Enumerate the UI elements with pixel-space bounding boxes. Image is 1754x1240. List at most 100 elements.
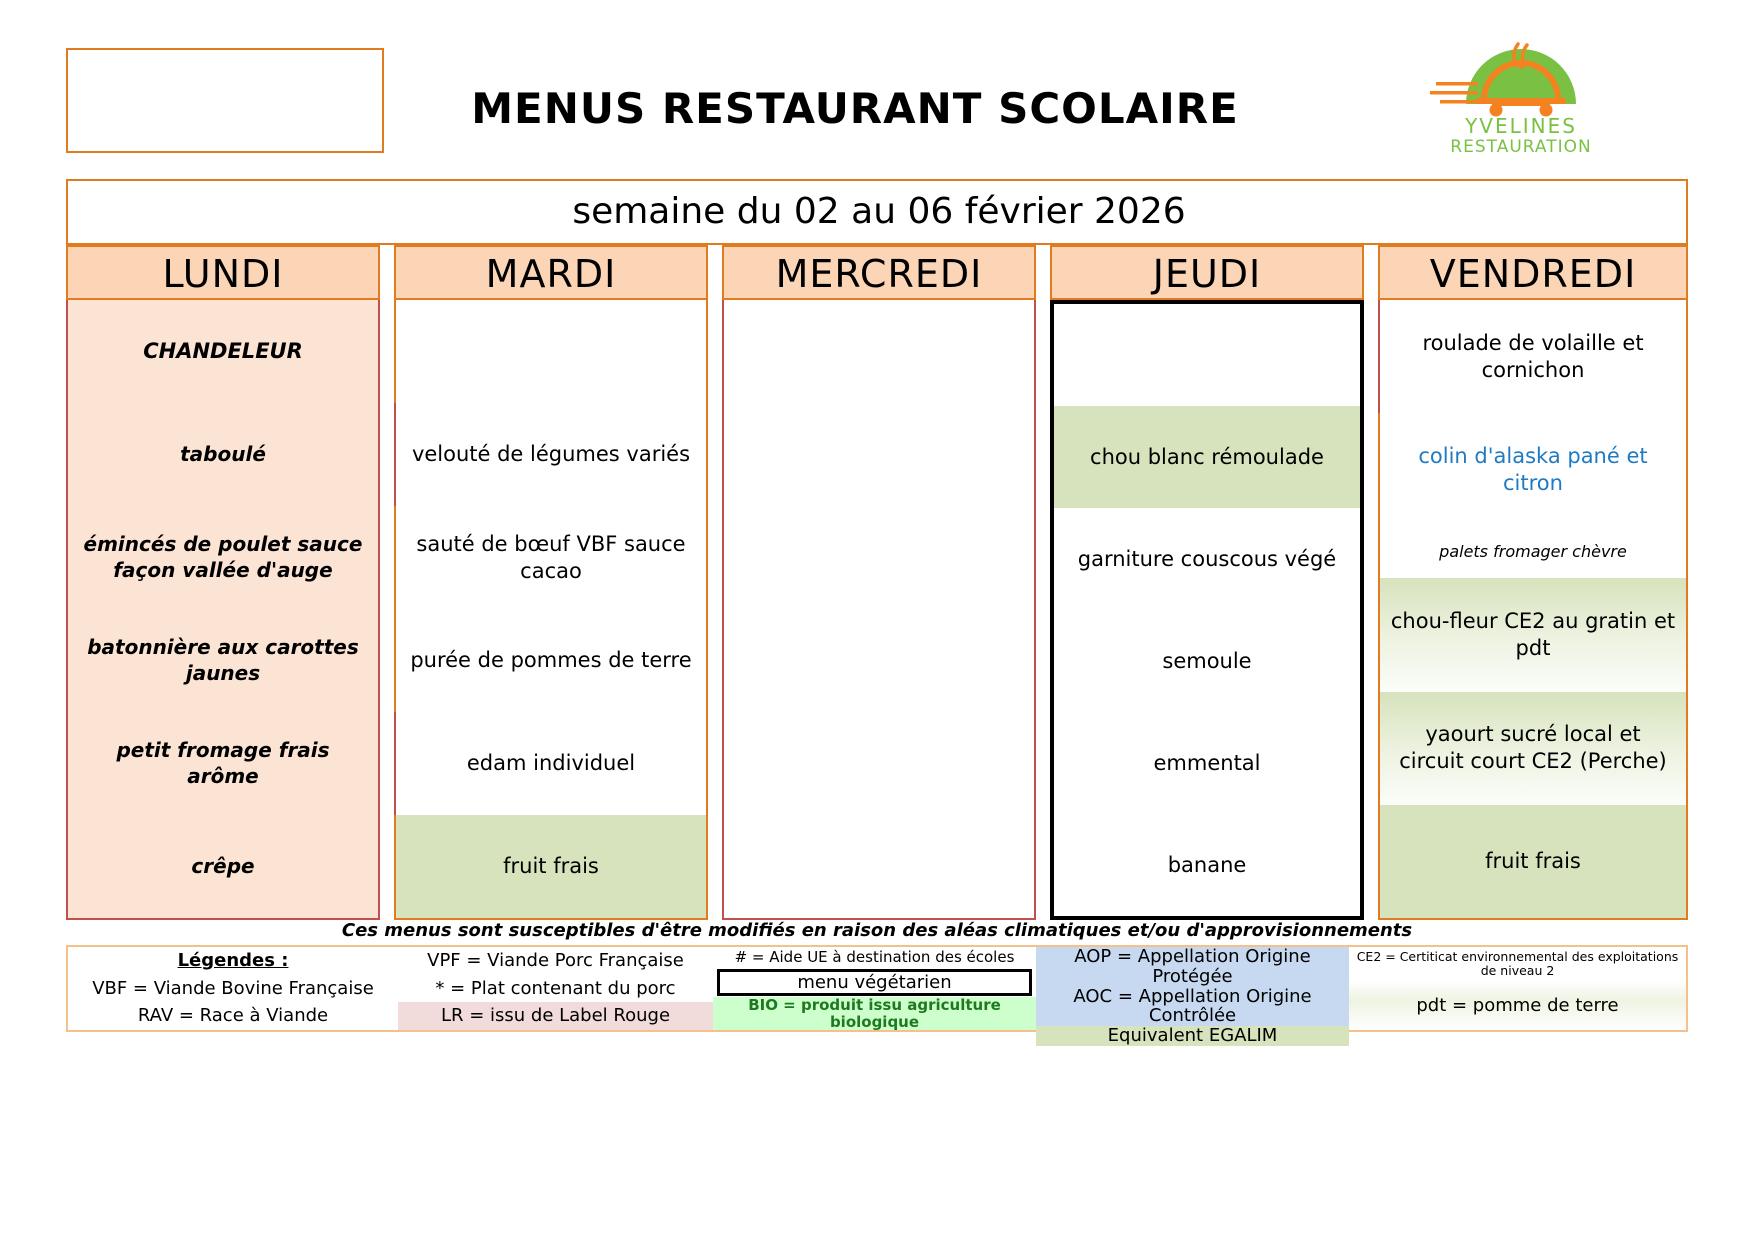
legend-column-1: Légendes : VBF = Viande Bovine Française… [68,947,398,1030]
dish-cell [724,815,1034,918]
legend-text: Légendes : [177,949,289,971]
dish-cell-note: palets fromager chèvre [1380,526,1686,578]
legend-text: RAV = Race à Viande [137,1005,329,1027]
yvelines-restauration-logo: YVELINES RESTAURATION [1428,26,1614,156]
day-body-mardi: velouté de légumes variés sauté de bœuf … [394,300,708,920]
legend-item-vpf: VPF = Viande Porc Française [398,947,713,975]
school-logo-placeholder-box [66,48,384,153]
dish-text: taboulé [180,441,266,466]
dish-text: yaourt sucré local et circuit court CE2 … [1399,722,1667,774]
dish-cell [724,712,1034,815]
dish-cell [724,609,1034,712]
dish-text: sauté de bœuf VBF sauce cacao [416,531,686,583]
dish-cell-egalim: fruit frais [396,815,706,918]
dish-cell: roulade de volaille et cornichon [1378,300,1686,414]
legend-item-label-rouge: LR = issu de Label Rouge [398,1002,713,1031]
legend-item-egalim: Equivalent EGALIM [1036,1026,1349,1046]
dish-cell: purée de pommes de terre [396,609,706,712]
legend-text: CE2 = Certiticat environnemental des exp… [1356,948,1679,978]
day-column-mercredi: MERCREDI [722,245,1036,920]
dish-cell-egalim: yaourt sucré local et circuit court CE2 … [1380,691,1686,805]
legend-text: VBF = Viande Bovine Française [92,977,374,999]
legend-item-porc: * = Plat contenant du porc [398,975,713,1003]
dish-text: palets fromager chèvre [1439,542,1627,562]
dish-text: velouté de légumes variés [411,442,691,467]
legend-title: Légendes : [68,947,398,975]
day-header-lundi: LUNDI [66,245,380,300]
day-column-mardi: MARDI velouté de légumes variés sauté de… [394,245,708,920]
menu-grid: LUNDI CHANDELEUR taboulé émincés de poul… [66,245,1688,920]
legend-column-4: AOP = Appellation Origine Protégée AOC =… [1036,946,1349,1046]
dish-cell: emmental [1054,712,1360,814]
dish-cell [724,403,1034,506]
legend-text: Equivalent EGALIM [1107,1025,1278,1047]
cell-accent-stripe [1378,300,1380,414]
dish-text: petit fromage frais arôme [116,737,330,788]
dish-text: crêpe [191,853,255,878]
dish-text: chou-fleur CE2 au gratin et pdt [1390,609,1676,660]
cell-accent-stripe [394,712,396,815]
dish-text: emmental [1153,750,1261,775]
day-header-mercredi: MERCREDI [722,245,1036,300]
day-body-mercredi [722,300,1036,920]
legend-column-2: VPF = Viande Porc Française * = Plat con… [398,947,713,1031]
legend-column-3: # = Aide UE à destination des écoles men… [713,947,1036,1030]
logo-line2-text: RESTAURATION [1450,137,1591,156]
legend-item-menu-vegetarien: menu végétarien [717,969,1032,996]
dish-cell [1054,304,1360,406]
dish-cell: taboulé [68,403,378,506]
day-header-vendredi: VENDREDI [1378,245,1688,300]
menu-disclaimer: Ces menus sont susceptibles d'être modif… [341,920,1413,941]
legend-item-aoc: AOC = Appellation Origine Contrôlée [1036,985,1349,1027]
legend-item-ce2: CE2 = Certiticat environnemental des exp… [1349,947,1686,981]
legend-text: AOP = Appellation Origine Protégée [1074,946,1311,987]
dish-cell: velouté de légumes variés [394,403,706,506]
legend-column-5: CE2 = Certiticat environnemental des exp… [1349,947,1686,1030]
dish-cell [724,300,1034,403]
day-column-jeudi: JEUDI chou blanc rémoulade garniture cou… [1050,245,1364,920]
legend-item-bio: BIO = produit issu agriculture biologiqu… [713,997,1036,1030]
dish-cell: semoule [1054,610,1360,712]
dish-cell: crêpe [68,815,378,918]
page-header: MENUS RESTAURANT SCOLAIRE [0,0,1754,170]
dish-cell [396,300,706,403]
dish-cell: batonnière aux carottes jaunes [68,609,378,712]
legend-text: AOC = Appellation Origine Contrôlée [1073,985,1312,1027]
dish-text: émincés de poulet sauce façon vallée d'a… [83,531,363,582]
dish-text: batonnière aux carottes jaunes [87,634,359,685]
day-column-vendredi: VENDREDI roulade de volaille et cornicho… [1378,245,1688,920]
dish-text: garniture couscous végé [1077,546,1337,571]
dish-cell: garniture couscous végé [1054,508,1360,610]
dish-text: CHANDELEUR [143,339,303,364]
logo-line1-text: YVELINES [1464,114,1577,138]
dish-text: roulade de volaille et cornichon [1422,330,1644,382]
legend-item-vbf: VBF = Viande Bovine Française [68,975,398,1003]
dish-cell-fish: colin d'alaska pané et citron [1380,413,1686,526]
page-title: MENUS RESTAURANT SCOLAIRE [471,84,1239,133]
dish-text: banane [1167,852,1247,877]
cell-accent-stripe [394,403,396,506]
day-column-lundi: LUNDI CHANDELEUR taboulé émincés de poul… [66,245,380,920]
dish-cell [724,506,1034,609]
day-body-jeudi-vegetarien: chou blanc rémoulade garniture couscous … [1050,300,1364,920]
day-header-mardi: MARDI [394,245,708,300]
dish-cell-egalim: chou-fleur CE2 au gratin et pdt [1380,578,1686,692]
dish-text: purée de pommes de terre [410,648,692,673]
legend-item-rav: RAV = Race à Viande [68,1002,398,1030]
dish-text: fruit frais [503,854,599,879]
legend-item-pdt: pdt = pomme de terre [1349,981,1686,1030]
legend-text: menu végétarien [797,971,952,993]
dish-text: edam individuel [466,751,636,776]
legend-table: Légendes : VBF = Viande Bovine Française… [66,945,1688,1046]
week-bar: semaine du 02 au 06 février 2026 [66,179,1688,245]
dish-cell: CHANDELEUR [68,300,378,403]
dish-cell-egalim: fruit frais [1380,804,1686,919]
dish-cell: émincés de poulet sauce façon vallée d'a… [68,506,378,609]
legend-text: VPF = Viande Porc Française [427,949,684,971]
legend-text: # = Aide UE à destination des écoles [734,948,1015,967]
legend-text: LR = issu de Label Rouge [440,1005,671,1027]
dish-text: semoule [1162,648,1252,673]
day-body-lundi: CHANDELEUR taboulé émincés de poulet sau… [66,300,380,920]
week-label: semaine du 02 au 06 février 2026 [572,191,1186,232]
legend-item-aide-ue: # = Aide UE à destination des écoles [713,947,1036,968]
